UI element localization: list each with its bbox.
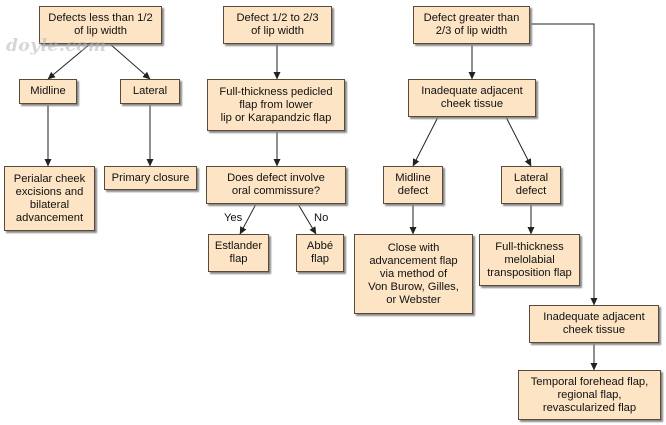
box-perialar: Perialar cheek excisions and bilateral a…	[4, 166, 95, 231]
box-defect-half-to-two-thirds: Defect 1/2 to 2/3 of lip width	[223, 6, 332, 44]
box-lateral: Lateral	[120, 79, 180, 104]
box-inadequate-cheek-2: Inadequate adjacent cheek tissue	[529, 305, 659, 343]
box-temporal-forehead: Temporal forehead flap, regional flap, r…	[518, 370, 661, 420]
box-defect-greater: Defect greater than 2/3 of lip width	[413, 6, 530, 44]
box-defect-less-than-half: Defects less than 1/2 of lip width	[39, 6, 162, 44]
arrow-inadequate-to-midline	[412, 116, 439, 167]
arrow-less-to-lateral	[109, 43, 151, 80]
arrow-question-to-estlander	[239, 203, 257, 235]
edge-label-yes: Yes	[224, 212, 243, 224]
arrow-question-to-abbe	[297, 203, 317, 235]
arrow-greater-to-inadequate-2	[530, 23, 598, 306]
box-lateral-defect: Lateral defect	[501, 166, 561, 204]
box-close-with-advancement: Close with advancement flap via method o…	[354, 234, 473, 314]
box-midline-defect: Midline defect	[383, 166, 443, 204]
arrow-less-to-midline	[47, 43, 91, 80]
box-full-thickness-pedicled: Full-thickness pedicled flap from lower …	[207, 79, 345, 131]
box-primary-closure: Primary closure	[104, 166, 197, 190]
box-inadequate-cheek-1: Inadequate adjacent cheek tissue	[408, 79, 536, 117]
box-melolabial-flap: Full-thickness melolabial transposition …	[479, 234, 580, 286]
box-abbe-flap: Abbé flap	[296, 234, 344, 272]
arrow-inadequate-to-lateral	[505, 116, 532, 167]
watermark: doyle.com	[6, 36, 107, 56]
box-commissure-question: Does defect involve oral commissure?	[206, 166, 346, 204]
box-midline: Midline	[19, 79, 77, 104]
edge-label-no: No	[314, 212, 329, 224]
box-estlander-flap: Estlander flap	[208, 234, 269, 272]
